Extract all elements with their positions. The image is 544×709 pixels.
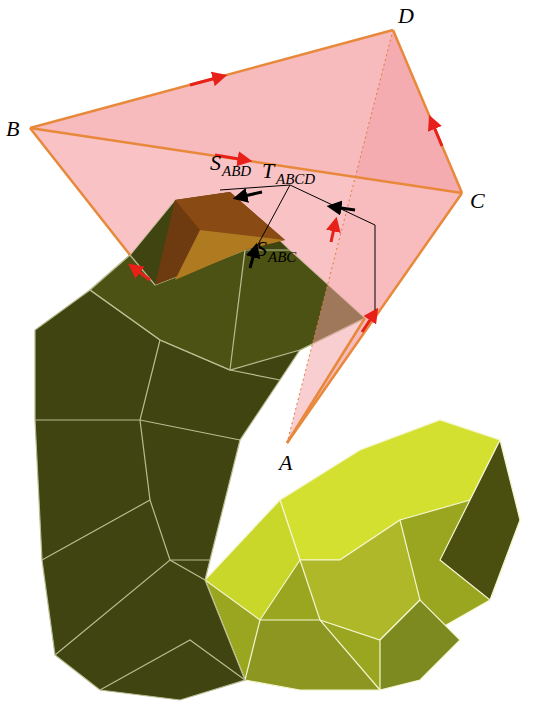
vertex-label: S [256,238,267,260]
vertex-label: T [262,160,274,182]
subscript-label: ABCD [276,172,315,187]
vertex-label: B [6,118,19,140]
tetrahedron [30,30,462,443]
tube-yellow [205,420,520,690]
vertex-label: C [470,190,485,212]
vertex-label: D [398,5,414,27]
vertex-label: S [210,152,221,174]
vertex-label: A [279,452,292,474]
subscript-label: ABC [268,250,296,265]
subscript-label: ABD [222,164,251,179]
